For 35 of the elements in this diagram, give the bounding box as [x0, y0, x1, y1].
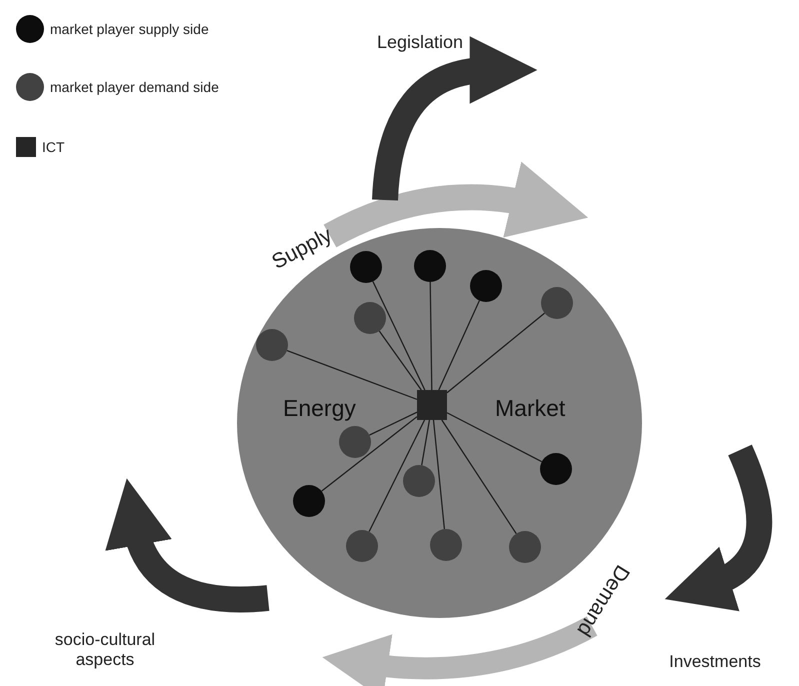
market-word: Energy — [283, 395, 356, 422]
connection-line — [421, 420, 430, 466]
connection-line — [368, 420, 426, 532]
connection-line — [430, 282, 432, 390]
connection-line — [438, 300, 480, 390]
market-player-dot — [293, 485, 325, 517]
market-player-dot — [339, 426, 371, 458]
market-player-dot — [509, 531, 541, 563]
label: Legislation — [376, 32, 464, 54]
connection-line — [372, 281, 426, 390]
market-player-dot — [350, 251, 382, 283]
connection-line — [446, 412, 542, 462]
market-player-dot — [256, 329, 288, 361]
legend-text: market player supply side — [50, 21, 209, 37]
connection-line — [432, 420, 445, 530]
market-player-dot — [403, 465, 435, 497]
label: Investments — [668, 652, 762, 672]
connection-line — [286, 350, 418, 400]
label: socio-cultural aspects — [54, 630, 156, 671]
legend-text: ICT — [42, 139, 65, 155]
connection-line — [369, 412, 418, 436]
connection-line — [321, 416, 418, 492]
market-player-dot — [354, 302, 386, 334]
market-player-dot — [470, 270, 502, 302]
market-player-dot — [540, 453, 572, 485]
legend-text: market player demand side — [50, 79, 219, 95]
market-player-dot — [346, 530, 378, 562]
market-word: Market — [495, 395, 566, 422]
ict-square — [417, 390, 447, 420]
connection-line — [441, 420, 517, 534]
connection-line — [378, 330, 422, 390]
market-player-dot — [430, 529, 462, 561]
market-player-dot — [541, 287, 573, 319]
market-player-dot — [414, 250, 446, 282]
connection-line — [446, 312, 545, 394]
